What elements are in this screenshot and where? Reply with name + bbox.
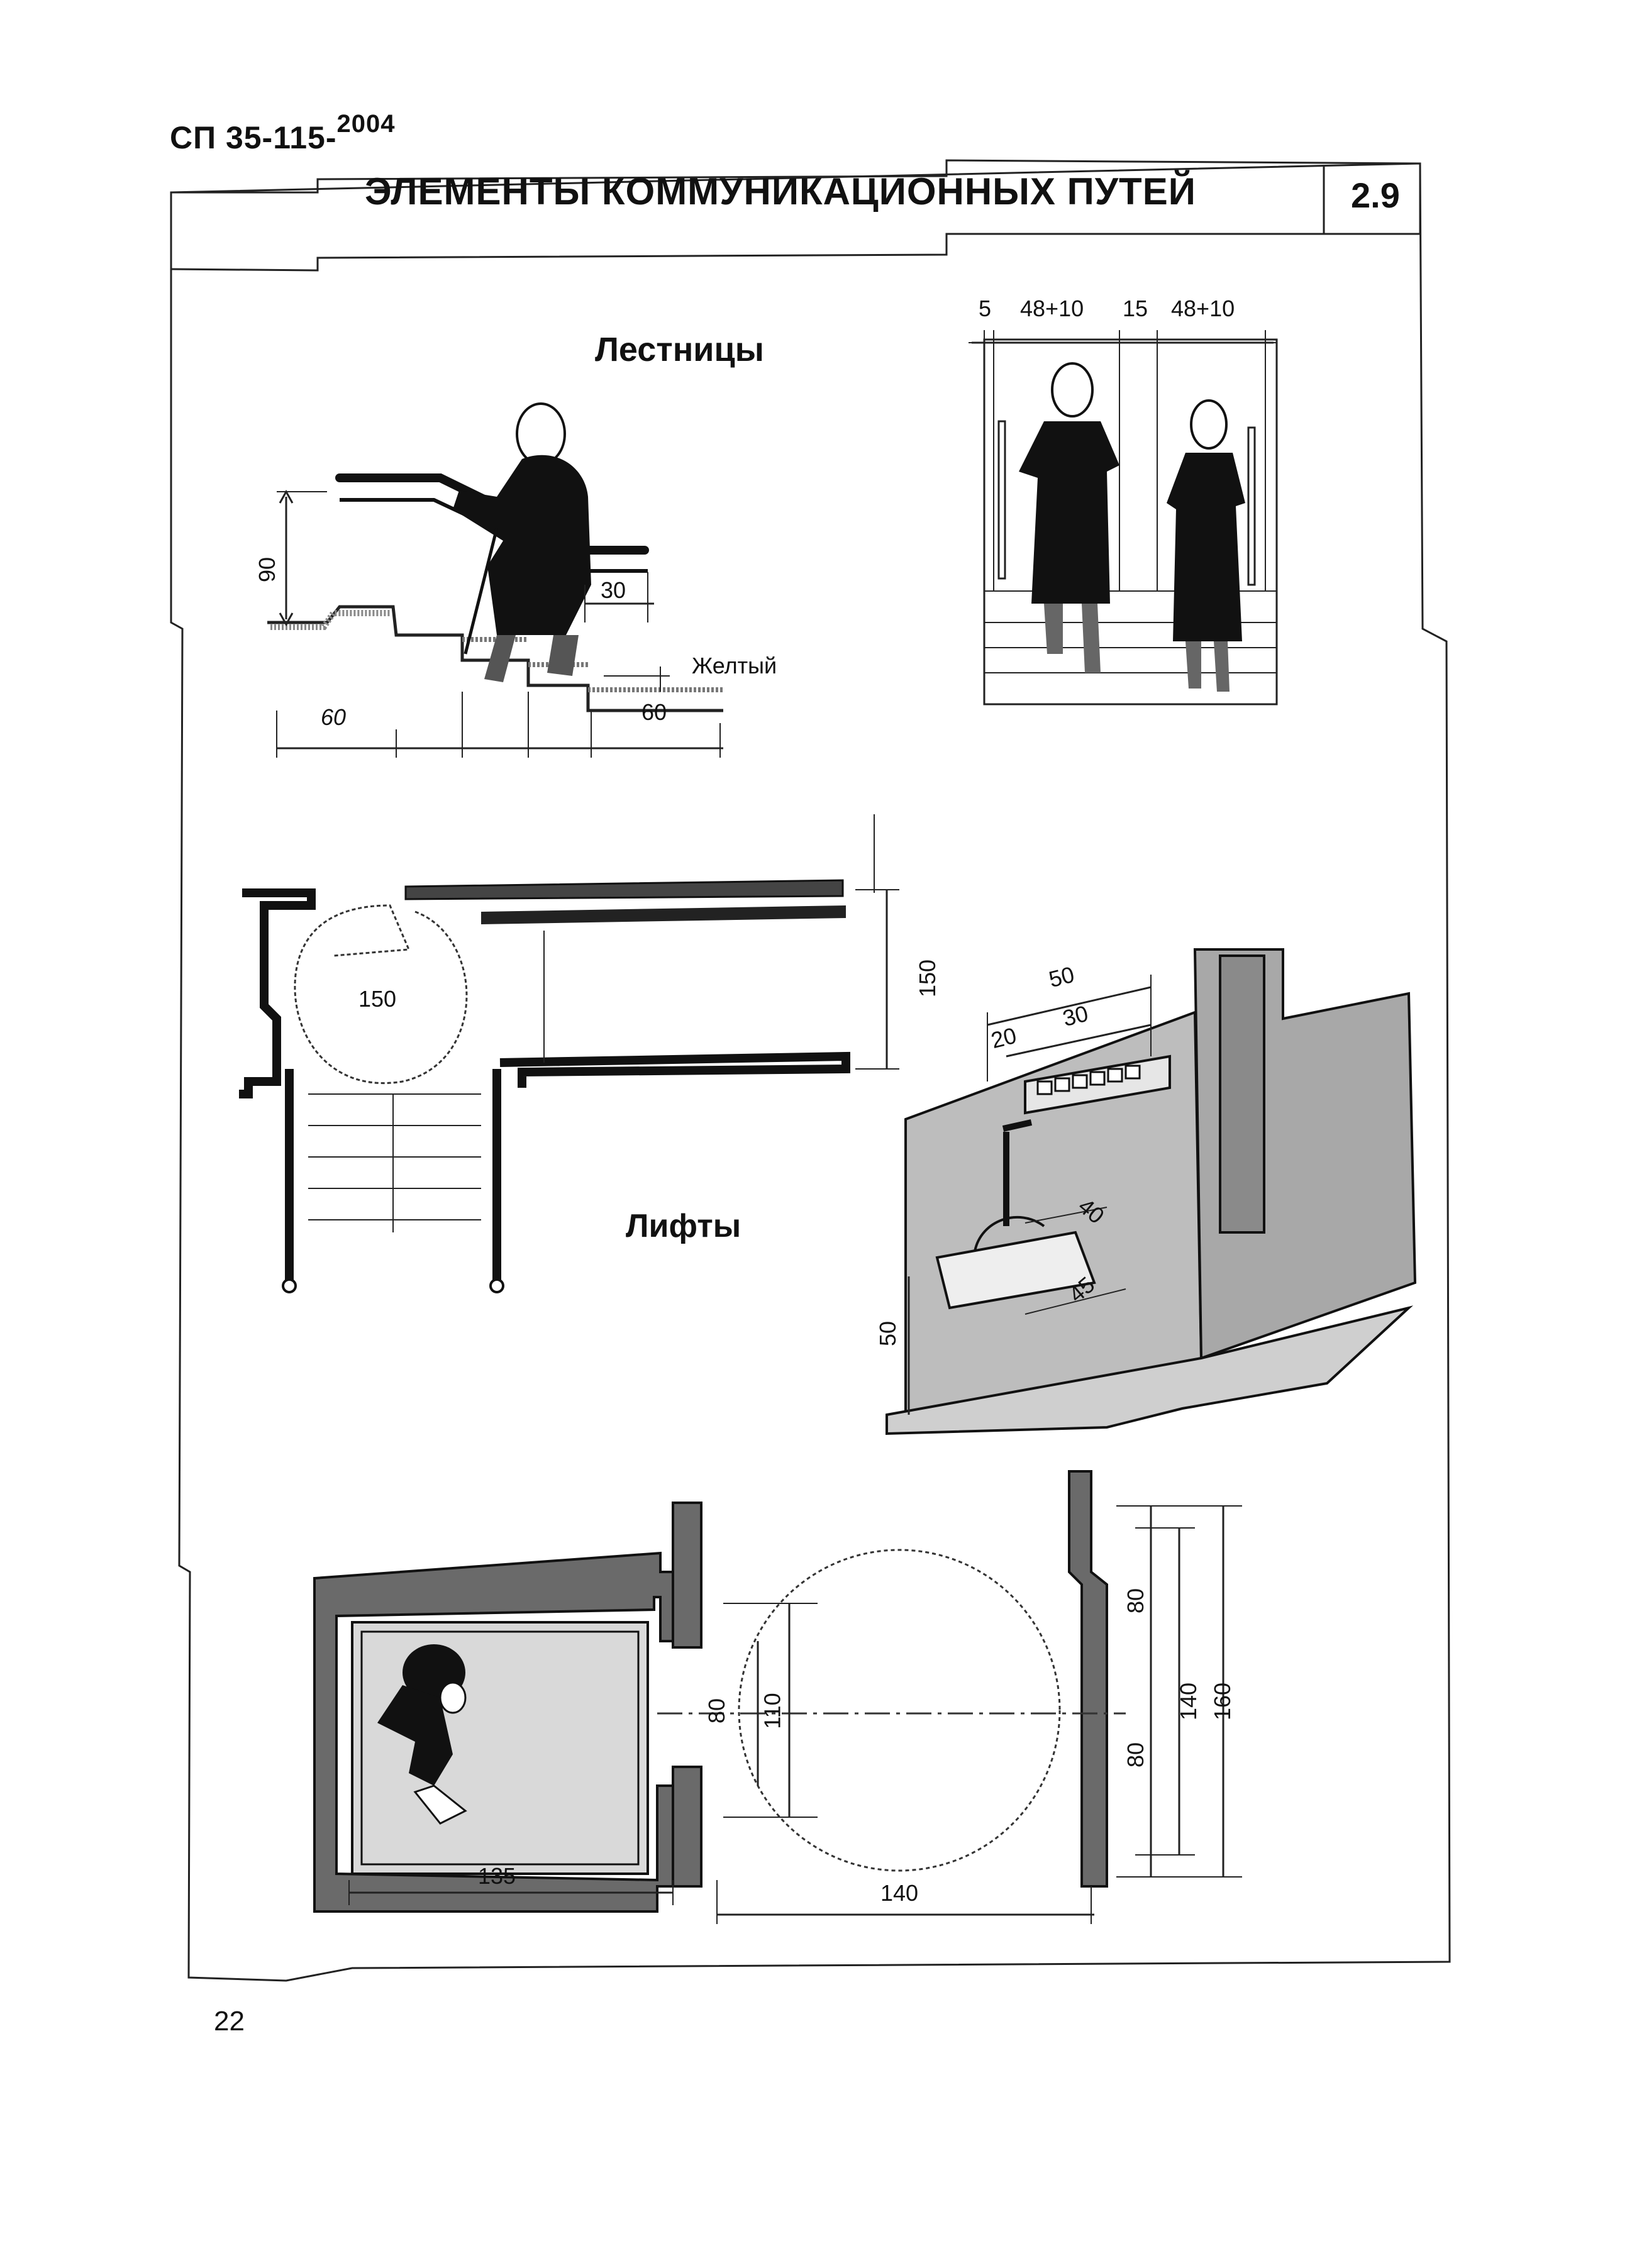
page-title: ЭЛЕМЕНТЫ КОММУНИКАЦИОННЫХ ПУТЕЙ: [365, 170, 1196, 213]
person-climbing-stairs: [453, 402, 591, 682]
dim-front-0: 5: [979, 296, 992, 321]
stairs-label: Лестницы: [595, 331, 764, 368]
dim-approach-left: 60: [321, 704, 347, 730]
lift-plan-bottom: [313, 1470, 1242, 1924]
dim-front-2: 15: [1123, 296, 1148, 321]
lifts-label: Лифты: [626, 1208, 741, 1244]
person-front: [1019, 362, 1119, 673]
dim-cabin-depth: 135: [478, 1863, 516, 1889]
person-in-wheelchair: [377, 1644, 467, 1825]
dim-front-1: 48+10: [1020, 296, 1084, 321]
person-back: [1167, 399, 1245, 692]
dim-front-3: 48+10: [1171, 296, 1235, 321]
dim-right-1: 80: [1123, 1742, 1149, 1768]
dim-right-2: 140: [1175, 1682, 1202, 1721]
stairs-side-section: [267, 402, 723, 758]
dim-handrail-extension: 30: [601, 577, 626, 603]
dim-turning-circle: 150: [358, 986, 397, 1012]
lift-lobby-plan: [239, 814, 899, 1293]
cabin-floor: [886, 1305, 1414, 1435]
marking-color-label: Желтый: [692, 653, 777, 678]
stairs-front-view: [969, 330, 1278, 705]
dim-right-0: 80: [1123, 1588, 1149, 1614]
dim-circle-label: 110: [759, 1693, 786, 1729]
document-year: 2004: [336, 110, 396, 138]
sheet-border: [170, 162, 1451, 1982]
dim-approach-right: 60: [641, 699, 667, 725]
folding-seat: [935, 1231, 1096, 1310]
document-code-text: СП 35-115-: [170, 120, 337, 155]
document-code: СП 35-115-2004: [170, 110, 396, 156]
dim-landing-depth: 150: [914, 959, 941, 998]
title-frame: [170, 159, 1421, 272]
dim-seat-height: 50: [875, 1320, 901, 1347]
stair-hatch: [270, 610, 390, 630]
page-number: 22: [214, 2006, 245, 2037]
dim-lobby-depth: 140: [880, 1880, 919, 1906]
section-number: 2.9: [1351, 175, 1400, 215]
dim-right-3: 160: [1209, 1682, 1236, 1721]
control-buttons: [1036, 1065, 1141, 1095]
dim-door-width: 80: [704, 1698, 730, 1724]
turning-circle: [738, 1549, 1061, 1872]
yellow-marking: [462, 637, 723, 692]
dim-handrail-height: 90: [254, 556, 280, 583]
lift-cabin-perspective: [886, 948, 1417, 1435]
